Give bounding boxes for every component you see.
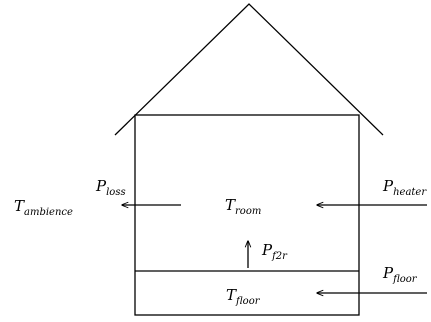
house-body [134, 114, 360, 316]
label-p-loss: Ploss [95, 177, 126, 198]
roof-outline [114, 3, 384, 136]
label-p-heater: Pheater [382, 177, 427, 198]
label-t-floor: Tfloor [226, 286, 261, 307]
label-p-f2r: Pf2r [261, 241, 288, 262]
label-t-room: Troom [225, 196, 261, 217]
label-t-ambience: Tambience [14, 197, 73, 218]
label-p-floor: Pfloor [382, 264, 418, 285]
